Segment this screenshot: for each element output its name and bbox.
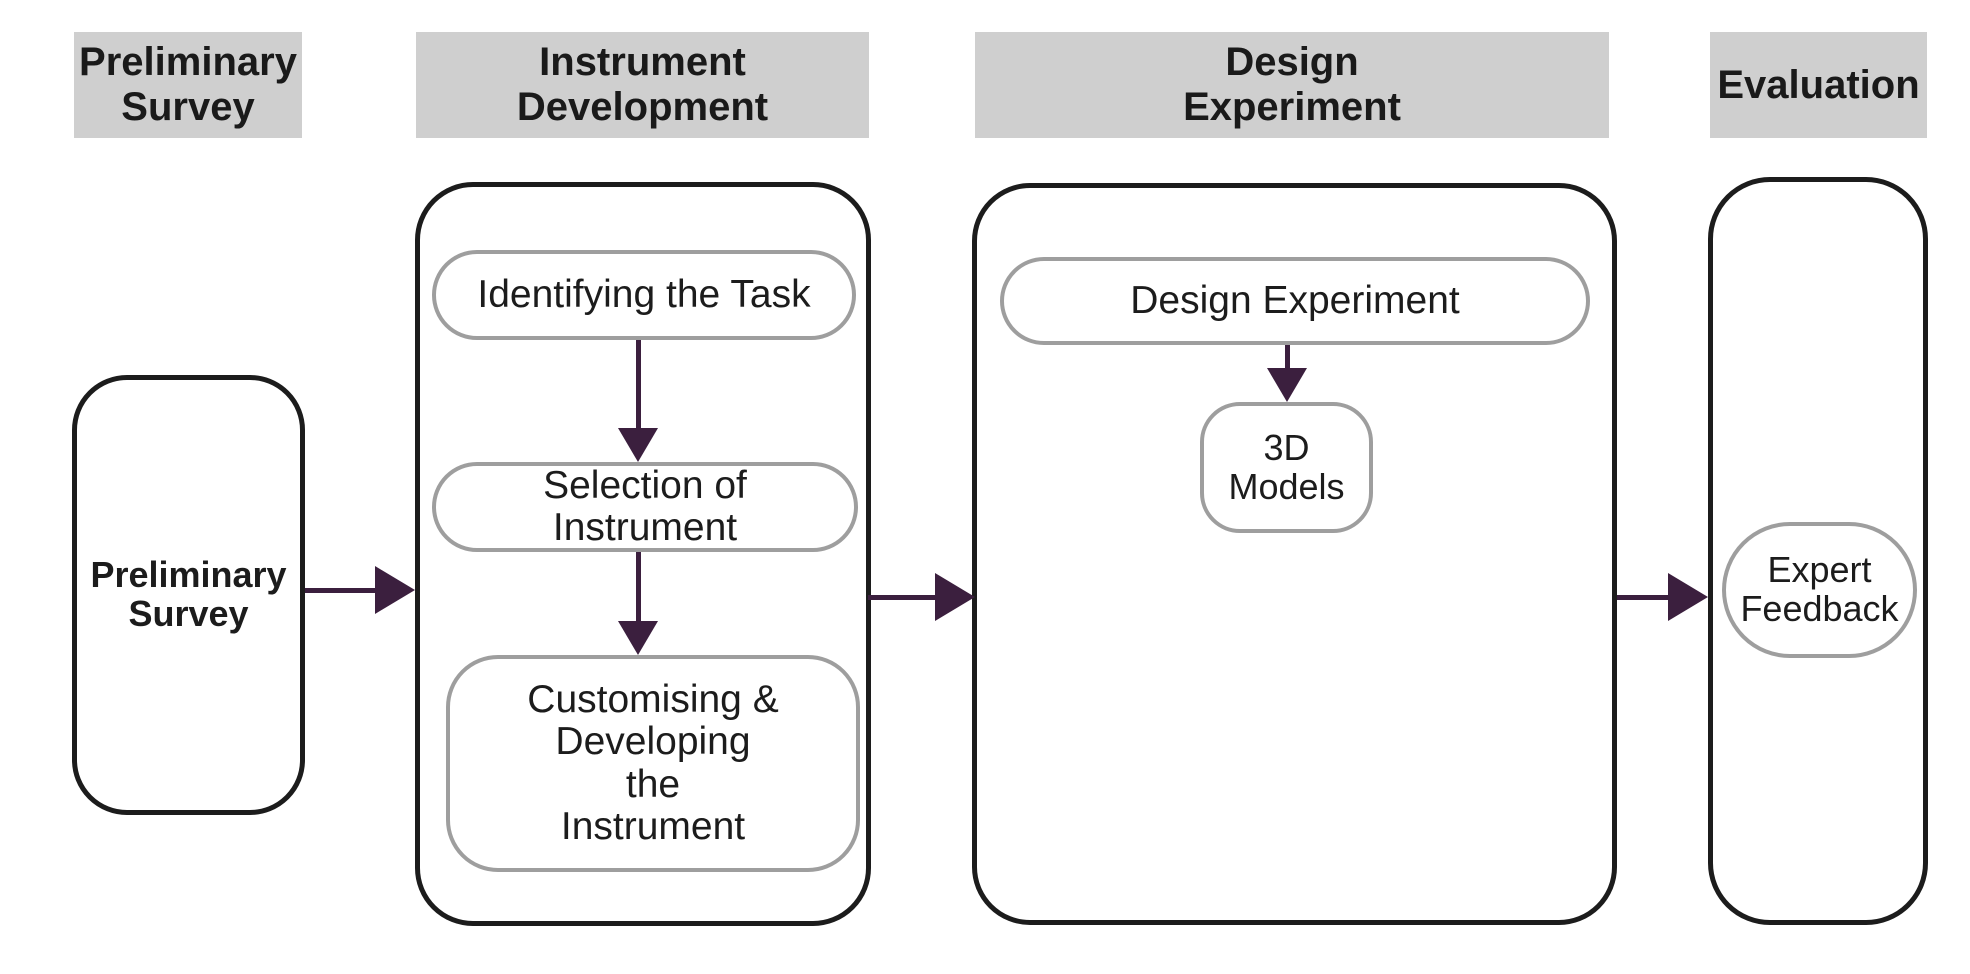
node-expert-feedback: Expert Feedback [1722, 522, 1917, 658]
arrow-shaft [868, 594, 935, 600]
stage-header-instrument-development: Instrument Development [416, 32, 869, 138]
stage-header-design-experiment: Design Experiment [975, 32, 1609, 138]
arrow-design-to-evaluation [1617, 573, 1708, 621]
arrow-right-head-icon [935, 573, 975, 621]
arrow-shaft [1284, 345, 1290, 368]
node-3d-models: 3D Models [1200, 402, 1373, 533]
node-design-experiment: Design Experiment [1000, 257, 1590, 345]
arrow-down-head-icon [618, 428, 658, 462]
node-identifying-the-task: Identifying the Task [432, 250, 856, 340]
arrow-shaft [305, 587, 375, 593]
arrow-down-head-icon [618, 621, 658, 655]
node-customising-developing-instrument: Customising & Developing the Instrument [446, 655, 860, 872]
arrow-identifying-to-selection [618, 340, 658, 462]
arrow-shaft [1617, 594, 1668, 600]
arrow-design-experiment-to-3d-models [1267, 345, 1307, 402]
stage-header-preliminary-survey: Preliminary Survey [74, 32, 302, 138]
arrow-selection-to-customising [618, 552, 658, 655]
stage-header-evaluation: Evaluation [1710, 32, 1927, 138]
arrow-down-head-icon [1267, 368, 1307, 402]
arrow-instrument-to-design [868, 573, 975, 621]
node-selection-of-instrument: Selection of Instrument [432, 462, 858, 552]
arrow-right-head-icon [1668, 573, 1708, 621]
node-preliminary-survey: Preliminary Survey [72, 375, 305, 815]
arrow-shaft [635, 340, 641, 428]
arrow-right-head-icon [375, 566, 415, 614]
arrow-preliminary-to-instrument [305, 566, 415, 614]
arrow-shaft [635, 552, 641, 621]
